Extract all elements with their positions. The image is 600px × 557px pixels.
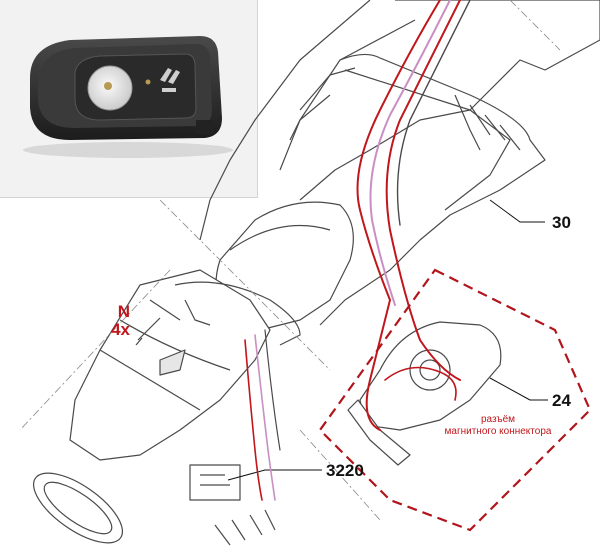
callout-3220: 3220 [326,461,364,480]
annotation-line-2: магнитного коннектора [444,426,552,437]
pink-wire [369,0,451,306]
bottom-ring [32,472,124,544]
screw-letter: N [117,302,130,321]
red-wire-1 [356,0,441,431]
cover-shell-outline [319,53,546,326]
screw-callout: N 4x [100,303,130,339]
connector-photo [23,36,233,158]
red-wire-2 [385,0,461,381]
leader-24 [489,377,548,401]
screw-quantity: 4x [111,320,130,339]
dark-wire [396,0,471,226]
callout-24: 24 [552,391,571,410]
annotation-line-1: разъём [480,414,516,425]
connector-photo-inset [0,0,258,198]
connector-highlight-box [318,268,592,532]
leader-30 [489,199,545,223]
lower-wire-red [244,339,263,501]
connector-housing [359,321,502,431]
connector-bracket [189,464,241,501]
leader-3220 [227,469,322,481]
callout-30: 30 [552,213,571,232]
lower-wire-pink [254,334,276,501]
handle-housing-outline [299,0,600,201]
connector-annotation: разъём магнитного коннектора [428,414,568,438]
